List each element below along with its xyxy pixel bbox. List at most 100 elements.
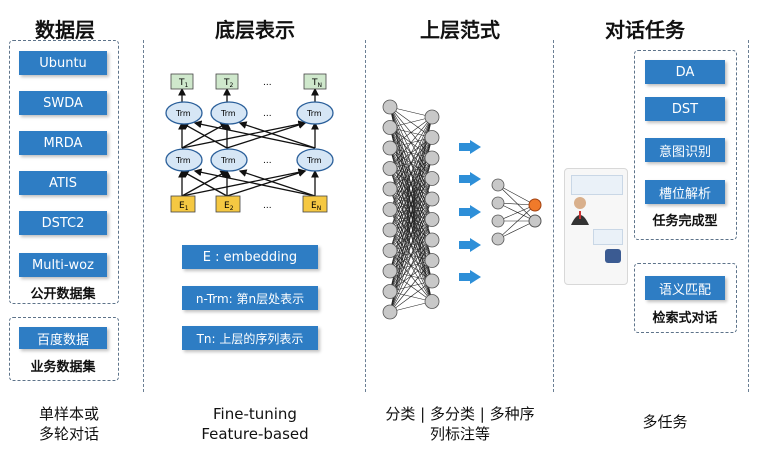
trm-upper-2	[210, 101, 248, 125]
dataset-mrda: MRDA	[19, 131, 107, 155]
network-node-input	[382, 161, 398, 176]
neural-network-diagram	[382, 99, 542, 320]
task-da: DA	[645, 60, 725, 84]
dataset-dstc2: DSTC2	[19, 211, 107, 235]
dataset-multiwoz: Multi-woz	[19, 253, 107, 277]
network-edge	[389, 116, 433, 272]
dataset-atis: ATIS	[19, 171, 107, 195]
network-edge	[497, 202, 536, 222]
upper-trm-layer: Trm Trm ... Trm	[165, 101, 334, 125]
network-edge	[389, 260, 433, 313]
public-dataset-group	[9, 40, 119, 304]
paradigm-footer-line2: 列标注等	[429, 425, 490, 443]
network-node-hidden	[424, 191, 440, 207]
network-node-upper	[491, 178, 505, 192]
separator-1	[143, 40, 144, 392]
transformer-connections	[178, 87, 319, 197]
legend-tn: Tn: 上层的序列表示	[182, 326, 318, 350]
business-dataset-group	[9, 317, 119, 381]
embed-e2	[215, 195, 241, 213]
chat-illustration	[564, 168, 628, 285]
trm-upper-n	[296, 101, 334, 125]
network-edge	[389, 239, 433, 313]
network-node-upper	[491, 196, 505, 210]
embed-ellipsis: ...	[263, 201, 272, 211]
network-node-upper	[491, 232, 505, 246]
network-node-hidden	[424, 232, 440, 248]
network-node-upper	[491, 214, 505, 228]
arrow-icon-2	[459, 172, 481, 186]
network-edge	[389, 116, 433, 292]
embed-en	[302, 195, 328, 213]
task-intent-recognition: 意图识别	[645, 138, 725, 162]
network-node-hidden	[424, 273, 440, 289]
paradigm-footer-line1: 分类 | 多分类 | 多种序	[385, 405, 535, 423]
trm-lower-1-label: Trm	[175, 156, 191, 165]
token-t2-label: T2	[223, 78, 234, 89]
task-semantic-matching: 语义匹配	[645, 276, 725, 300]
dialog-tasks-title: 对话任务	[605, 18, 685, 42]
trm-upper-ellipsis: ...	[263, 109, 272, 119]
task-completion-label: 任务完成型	[652, 214, 718, 229]
paradigm-title: 上层范式	[420, 18, 500, 42]
data-layer-footer-line2: 多轮对话	[38, 425, 99, 443]
network-node-output	[528, 214, 542, 228]
output-tokens: T1 T2 ... TN	[170, 73, 327, 90]
network-edge	[497, 184, 536, 206]
legend-n-trm: n-Trm: 第n层处表示	[182, 286, 318, 310]
representation-title: 底层表示	[215, 18, 295, 42]
dialog-tasks-footer-line1: 多任务	[642, 413, 688, 431]
token-tn	[303, 73, 327, 90]
embed-e2-label: E2	[224, 201, 234, 212]
chat-bubble-bot	[593, 229, 623, 245]
dataset-baidu: 百度数据	[19, 327, 107, 349]
network-edge	[389, 219, 433, 313]
network-node-input	[382, 304, 398, 320]
arrow-icon-4	[459, 238, 481, 252]
task-dst: DST	[645, 97, 725, 121]
legend-embedding: E : embedding	[182, 245, 318, 269]
network-edge	[497, 204, 536, 240]
separator-4	[748, 40, 749, 392]
representation-footer-line2: Feature-based	[201, 425, 309, 443]
chat-bubble-user	[571, 175, 623, 195]
separator-2	[365, 40, 366, 392]
arrow-icon-5	[459, 270, 481, 284]
trm-lower-n	[296, 148, 334, 172]
trm-lower-ellipsis: ...	[263, 156, 272, 166]
network-edge	[389, 116, 433, 313]
public-dataset-label: 公开数据集	[30, 287, 96, 302]
network-node-hidden	[424, 109, 440, 125]
network-node-output-active	[528, 198, 542, 212]
network-edge	[389, 116, 433, 190]
data-layer-footer-line1: 单样本或	[38, 405, 99, 423]
network-edge	[389, 116, 433, 149]
trm-lower-n-label: Trm	[306, 156, 322, 165]
arrow-icon-3	[459, 205, 481, 219]
task-slot-parsing: 槽位解析	[645, 180, 725, 204]
embed-e1-label: E1	[179, 201, 189, 212]
network-node-input	[382, 120, 398, 135]
embed-en-label: EN	[311, 201, 321, 212]
retrieval-label: 检索式对话	[652, 311, 718, 326]
network-nodes	[382, 99, 542, 320]
trm-upper-1-label: Trm	[175, 109, 191, 118]
dialog-tasks-footer: 多任务	[610, 412, 720, 432]
embedding-tokens: E1 E2 ... EN	[170, 195, 328, 213]
network-node-hidden	[424, 130, 440, 145]
network-node-hidden	[424, 212, 440, 227]
network-edge	[497, 184, 536, 222]
separator-3	[553, 40, 554, 392]
retrieval-group	[634, 263, 737, 333]
network-node-hidden	[424, 294, 440, 309]
paradigm-footer: 分类 | 多分类 | 多种序 列标注等	[370, 404, 550, 444]
person-avatar-icon	[571, 197, 589, 225]
trm-upper-1	[165, 101, 203, 125]
network-node-hidden	[424, 150, 440, 166]
trm-lower-2-label: Trm	[220, 156, 236, 165]
network-node-hidden	[424, 253, 440, 268]
network-node-input	[382, 284, 398, 299]
transformer-diagram: T1 T2 ... TN Trm Trm ... Trm Trm Trm ...…	[165, 73, 334, 213]
embed-e1	[170, 195, 196, 213]
representation-footer-line1: Fine-tuning	[213, 405, 297, 423]
